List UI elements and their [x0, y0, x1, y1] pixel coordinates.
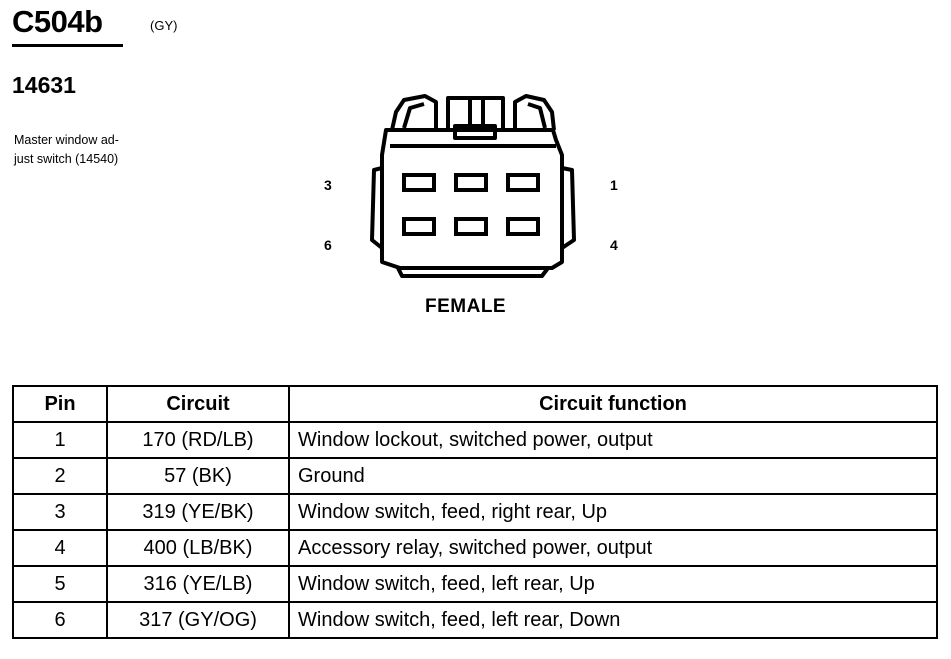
cell-function: Window switch, feed, left rear, Up — [288, 565, 938, 603]
header-function: Circuit function — [288, 385, 938, 423]
cavity-5 — [454, 217, 488, 236]
table-row: 5 316 (YE/LB) Window switch, feed, left … — [12, 565, 938, 603]
cell-circuit: 57 (BK) — [106, 457, 290, 495]
cell-circuit: 316 (YE/LB) — [106, 565, 290, 603]
cell-function: Window lockout, switched power, output — [288, 421, 938, 459]
table-row: 6 317 (GY/OG) Window switch, feed, left … — [12, 601, 938, 639]
header-circuit: Circuit — [106, 385, 290, 423]
title-underline — [12, 44, 123, 47]
left-latch — [390, 94, 438, 131]
cell-pin: 6 — [12, 601, 108, 639]
table-header-row: Pin Circuit Circuit function — [12, 385, 938, 423]
cell-pin: 3 — [12, 493, 108, 531]
connector-id: C504b — [12, 4, 103, 39]
component-line-2: just switch (14540) — [14, 152, 119, 166]
cell-circuit: 319 (YE/BK) — [106, 493, 290, 531]
cell-function: Ground — [288, 457, 938, 495]
cavity-4 — [506, 217, 540, 236]
right-ear — [560, 166, 576, 250]
gender-label: FEMALE — [425, 296, 507, 317]
bottom-lip — [396, 266, 550, 278]
table-row: 4 400 (LB/BK) Accessory relay, switched … — [12, 529, 938, 567]
table-row: 1 170 (RD/LB) Window lockout, switched p… — [12, 421, 938, 459]
connector-face-diagram: 3 6 1 4 — [324, 94, 618, 278]
cell-pin: 5 — [12, 565, 108, 603]
pin-label-4: 4 — [610, 237, 618, 253]
pin-table: Pin Circuit Circuit function 1 170 (RD/L… — [12, 385, 938, 639]
table-row: 3 319 (YE/BK) Window switch, feed, right… — [12, 493, 938, 531]
part-number: 14631 — [12, 72, 76, 98]
pin-label-6: 6 — [324, 237, 332, 253]
cell-pin: 4 — [12, 529, 108, 567]
component-description: Master window ad- just switch (14540) — [14, 131, 194, 169]
pin-label-3: 3 — [324, 177, 332, 193]
cell-pin: 2 — [12, 457, 108, 495]
cell-function: Window switch, feed, left rear, Down — [288, 601, 938, 639]
cell-function: Window switch, feed, right rear, Up — [288, 493, 938, 531]
cavity-6 — [402, 217, 436, 236]
left-ear — [370, 166, 384, 250]
cell-pin: 1 — [12, 421, 108, 459]
right-latch — [513, 94, 556, 131]
cavity-1 — [506, 173, 540, 192]
component-line-1: Master window ad- — [14, 133, 119, 147]
cavity-3 — [402, 173, 436, 192]
cell-circuit: 317 (GY/OG) — [106, 601, 290, 639]
cell-function: Accessory relay, switched power, output — [288, 529, 938, 567]
cell-circuit: 170 (RD/LB) — [106, 421, 290, 459]
header-pin: Pin — [12, 385, 108, 423]
connector-color: (GY) — [150, 18, 178, 33]
cavity-2 — [454, 173, 488, 192]
table-row: 2 57 (BK) Ground — [12, 457, 938, 495]
connector-body — [380, 128, 564, 270]
center-latch — [446, 96, 505, 130]
pin-label-1: 1 — [610, 177, 618, 193]
cell-circuit: 400 (LB/BK) — [106, 529, 290, 567]
